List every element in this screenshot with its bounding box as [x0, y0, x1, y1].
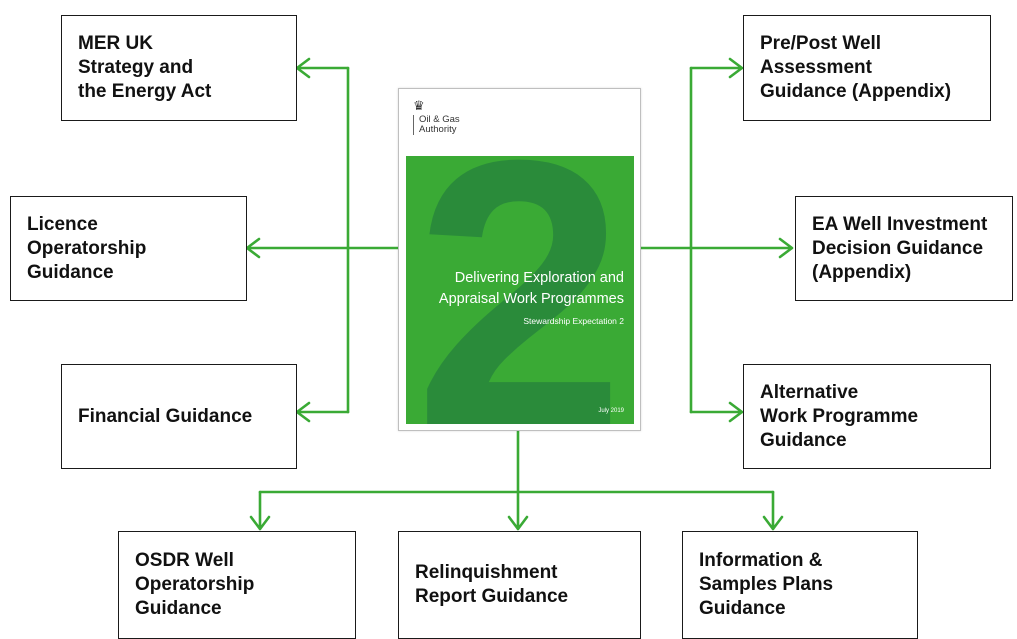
box-financial-guidance: Financial Guidance — [61, 364, 297, 469]
cover-green-panel: 2 Delivering Exploration and Appraisal W… — [406, 156, 634, 424]
box-label: Relinquishment Report Guidance — [415, 562, 569, 607]
box-alternative-work-programme: Alternative Work Programme Guidance — [743, 364, 991, 469]
bottom-trunk-line — [258, 429, 775, 494]
box-mer-uk-strategy: MER UK Strategy and the Energy Act — [61, 15, 297, 121]
cover-subtitle: Stewardship Expectation 2 — [523, 316, 624, 326]
box-label: Alternative Work Programme Guidance — [760, 381, 919, 451]
box-label: Financial Guidance — [78, 405, 253, 427]
arrow-to-ea-well-investment — [689, 237, 794, 259]
box-label: OSDR Well Operatorship Guidance — [135, 550, 255, 619]
box-ea-well-investment: EA Well Investment Decision Guidance (Ap… — [795, 196, 1013, 301]
box-information-samples-plans: Information & Samples Plans Guidance — [682, 531, 918, 639]
left-trunk-line — [346, 66, 400, 414]
arrow-to-licence-operatorship — [245, 237, 350, 259]
box-licence-operatorship: Licence Operatorship Guidance — [10, 196, 247, 301]
box-osdr-well-operatorship: OSDR Well Operatorship Guidance — [118, 531, 356, 639]
arrow-to-pre-post-well — [689, 57, 744, 79]
box-label: Licence Operatorship Guidance — [27, 213, 147, 283]
cover-numeral: 2 — [414, 156, 626, 424]
box-pre-post-well-assessment: Pre/Post Well Assessment Guidance (Appen… — [743, 15, 991, 121]
document-cover: ♛ Oil & Gas Authority 2 Delivering Explo… — [398, 88, 641, 431]
arrow-to-alternative-work — [689, 401, 744, 423]
box-relinquishment-report: Relinquishment Report Guidance — [398, 531, 641, 639]
oga-logo: ♛ Oil & Gas Authority — [413, 99, 460, 135]
box-label: Information & Samples Plans Guidance — [699, 550, 834, 619]
box-label: EA Well Investment Decision Guidance (Ap… — [812, 213, 988, 283]
right-trunk-line — [639, 66, 693, 414]
organisation-name: Oil & Gas Authority — [413, 115, 460, 135]
arrow-to-osdr-well — [249, 490, 271, 531]
crest-icon: ♛ — [413, 98, 425, 113]
arrow-to-relinquishment — [507, 490, 529, 531]
arrow-to-information-samples — [762, 490, 784, 531]
cover-title: Delivering Exploration and Appraisal Wor… — [438, 270, 624, 307]
cover-date: July 2019 — [598, 408, 624, 414]
arrow-to-financial-guidance — [295, 401, 350, 423]
arrow-to-mer-uk — [295, 57, 350, 79]
box-label: Pre/Post Well Assessment Guidance (Appen… — [760, 33, 952, 102]
box-label: MER UK Strategy and the Energy Act — [78, 33, 212, 102]
